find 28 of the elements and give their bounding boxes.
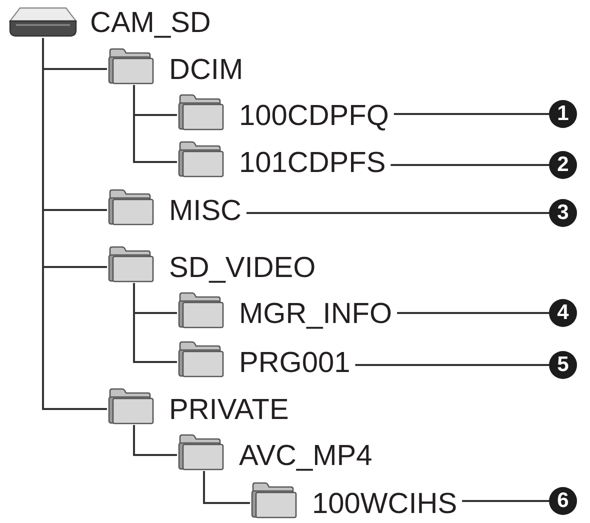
leader-line [355,364,549,366]
folder-name: PRG001 [239,349,350,378]
leader-line [246,212,549,214]
folder-name: 100WCIHS [312,490,458,519]
drive-name: CAM_SD [90,9,211,38]
leader-line [390,164,549,166]
tree-line [133,85,177,163]
folder-name: 100CDPFQ [239,102,389,131]
leader-line [462,500,549,502]
callout-number: 5 [549,351,577,379]
tree-line [133,283,177,363]
folder-name: 101CDPFS [239,149,386,178]
folder-name: MGR_INFO [239,300,392,329]
tree-line [42,38,107,410]
leader-line [394,113,549,115]
folder-name: PRIVATE [169,396,289,425]
callout-number: 2 [549,151,577,179]
callout-number: 1 [549,100,577,128]
callout-number: 6 [549,487,577,515]
tree-line [203,471,250,504]
folder-name: SD_VIDEO [169,254,316,283]
folder-name: AVC_MP4 [239,442,372,471]
folder-name: MISC [169,197,242,226]
leader-line [397,312,549,314]
callout-number: 4 [549,299,577,327]
folder-name: DCIM [169,56,244,85]
callout-number: 3 [549,199,577,227]
tree-line [133,425,177,456]
